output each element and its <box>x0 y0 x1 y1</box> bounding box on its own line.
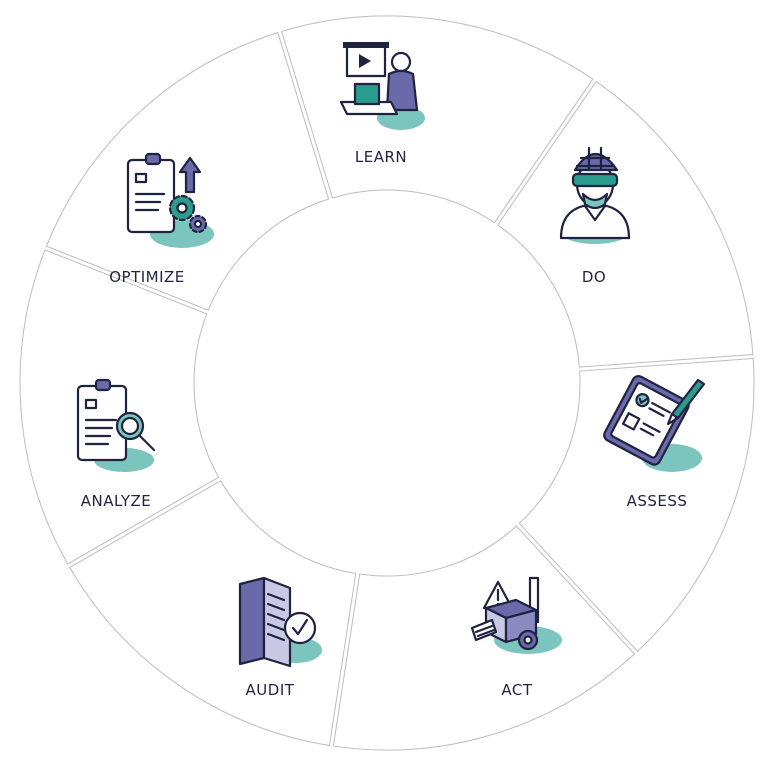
segment-label-audit: AUDIT <box>246 681 295 699</box>
segment-act <box>332 525 636 751</box>
segment-audit <box>69 480 357 747</box>
factory-warning-icon <box>470 576 562 654</box>
segment-label-act: ACT <box>501 681 532 699</box>
segment-assess <box>518 357 755 652</box>
segment-label-learn: LEARN <box>355 148 407 166</box>
segment-label-do: DO <box>582 268 606 286</box>
tablet-checklist-icon <box>603 375 706 472</box>
clipboard-gears-icon <box>126 152 214 248</box>
segment-label-assess: ASSESS <box>627 492 688 510</box>
segment-label-optimize: OPTIMIZE <box>109 268 185 286</box>
presentation-learner-icon <box>339 42 425 130</box>
clipboard-magnifier-icon <box>76 378 156 472</box>
document-check-icon <box>238 576 322 668</box>
segment-label-analyze: ANALYZE <box>81 492 152 510</box>
worker-goggles-icon <box>559 146 631 244</box>
